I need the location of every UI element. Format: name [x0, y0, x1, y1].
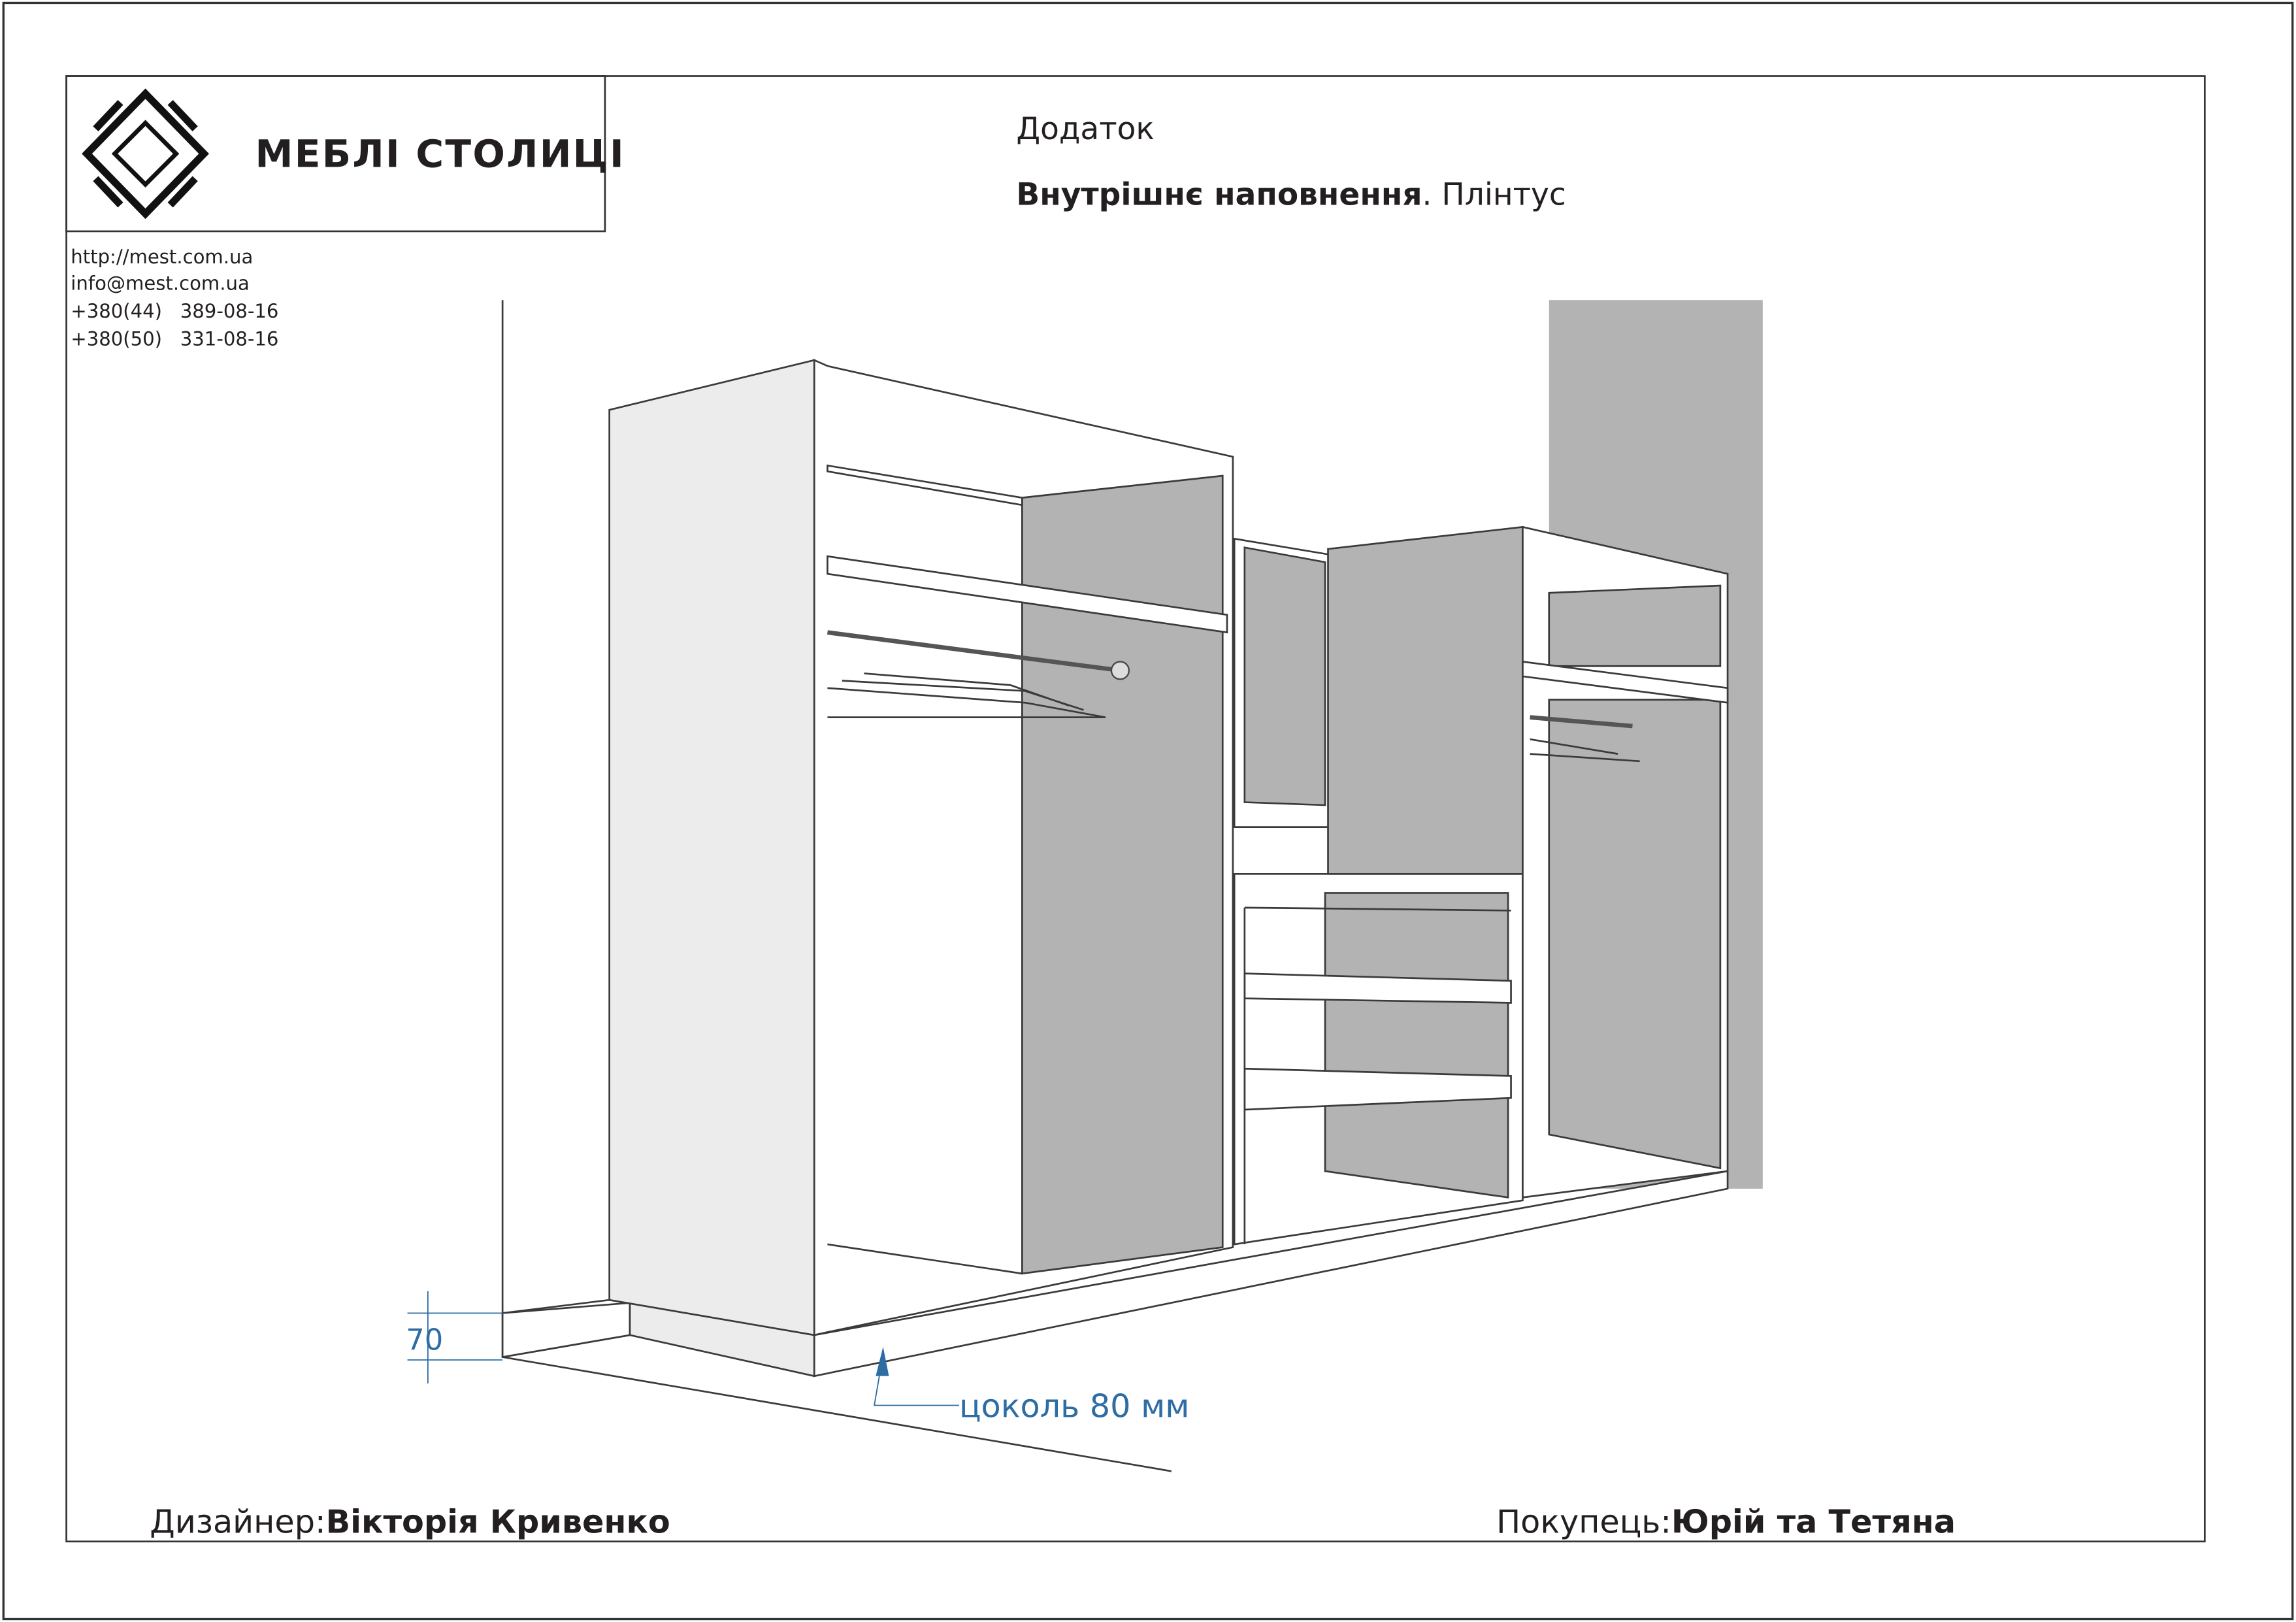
logo-box [65, 75, 606, 233]
designer-label: Дизайнер: [150, 1502, 325, 1540]
wardrobe-drawing [501, 300, 1763, 1472]
dimension-label: 70 [406, 1322, 443, 1357]
designer: Дизайнер:Вікторія Кривенко [150, 1502, 670, 1540]
designer-name: Вікторія Кривенко [326, 1502, 670, 1540]
inner-frame [65, 75, 2206, 1543]
contacts: http://mest.com.ua info@mest.com.ua +380… [71, 246, 278, 350]
dimension-70 [407, 1291, 503, 1383]
logo-icon [82, 88, 209, 220]
plinth-leader-arrow [874, 1346, 960, 1406]
header-title-rest: . Плінтус [1422, 177, 1566, 213]
email-link[interactable]: info@mest.com.ua [71, 273, 250, 295]
header-title: Внутрішнє наповнення. Плінтус [1016, 177, 1566, 213]
header-title-bold: Внутрішнє наповнення [1016, 177, 1422, 213]
customer-label: Покупець: [1496, 1502, 1671, 1540]
customer-name: Юрій та Тетяна [1671, 1502, 1956, 1540]
phone-2: +380(50) 331-08-16 [71, 328, 278, 350]
header-subtitle: Додаток [1016, 111, 1154, 147]
customer: Покупець:Юрій та Тетяна [1496, 1502, 1956, 1540]
logo-brand-text: МЕБЛІ СТОЛИЦІ [255, 131, 625, 176]
plinth-label: цоколь 80 мм [959, 1387, 1189, 1425]
phone-1: +380(44) 389-08-16 [71, 300, 278, 322]
website-link[interactable]: http://mest.com.ua [71, 246, 253, 268]
